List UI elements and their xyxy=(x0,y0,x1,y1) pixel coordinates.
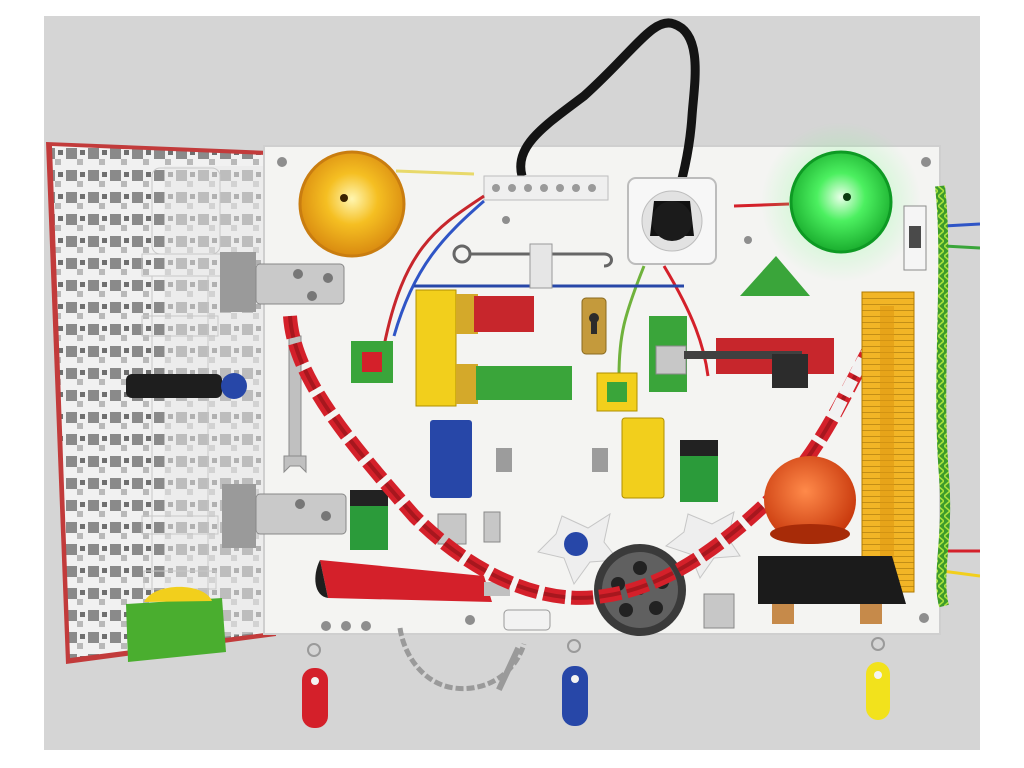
hinge-icon-top[interactable] xyxy=(220,252,345,312)
rope-icon[interactable] xyxy=(935,185,951,608)
ruler-icon xyxy=(861,291,915,593)
half-pipe-block xyxy=(126,586,226,662)
screws xyxy=(277,157,931,631)
chain-icon-white[interactable] xyxy=(828,302,901,419)
lamp-icon-amber[interactable] xyxy=(298,150,406,258)
latch-icon-slide[interactable] xyxy=(684,338,834,388)
cable-clip xyxy=(503,609,551,631)
hinged-blocks[interactable] xyxy=(415,289,572,407)
triangle-block-icon xyxy=(740,256,810,296)
power-cable xyxy=(516,18,700,208)
socket-icon[interactable] xyxy=(627,177,717,265)
terminal-strip xyxy=(483,175,609,201)
button-box-red[interactable] xyxy=(351,341,393,383)
plug-icon[interactable] xyxy=(650,201,694,241)
key-tag-icon-blue[interactable] xyxy=(562,639,588,726)
busy-board-photo xyxy=(44,16,980,750)
hinge-icon-bottom[interactable] xyxy=(222,484,347,548)
star-knob[interactable] xyxy=(537,512,619,586)
box-cutter-icon[interactable] xyxy=(315,560,510,602)
black-plate xyxy=(758,556,906,624)
bowl-icon[interactable] xyxy=(764,456,856,544)
small-latches[interactable] xyxy=(437,511,735,629)
key-tag-icon-yellow[interactable] xyxy=(866,637,890,720)
battery-icon-left xyxy=(350,490,388,550)
hook-latch[interactable] xyxy=(452,243,613,289)
button-box-yellow[interactable] xyxy=(596,372,638,412)
bolt-rod-icon[interactable] xyxy=(414,417,674,499)
battery-icon-right xyxy=(680,440,718,502)
door-panel[interactable] xyxy=(46,142,276,664)
switch-icon[interactable] xyxy=(903,205,927,271)
pipe-clamp[interactable] xyxy=(126,374,222,398)
latch-icon-barrel[interactable] xyxy=(649,316,687,392)
lamp-icon-green[interactable] xyxy=(761,122,921,282)
key-tag-icon-red[interactable] xyxy=(302,643,328,728)
keyhole-icon[interactable] xyxy=(581,297,607,355)
star-knob-2[interactable] xyxy=(664,511,741,580)
